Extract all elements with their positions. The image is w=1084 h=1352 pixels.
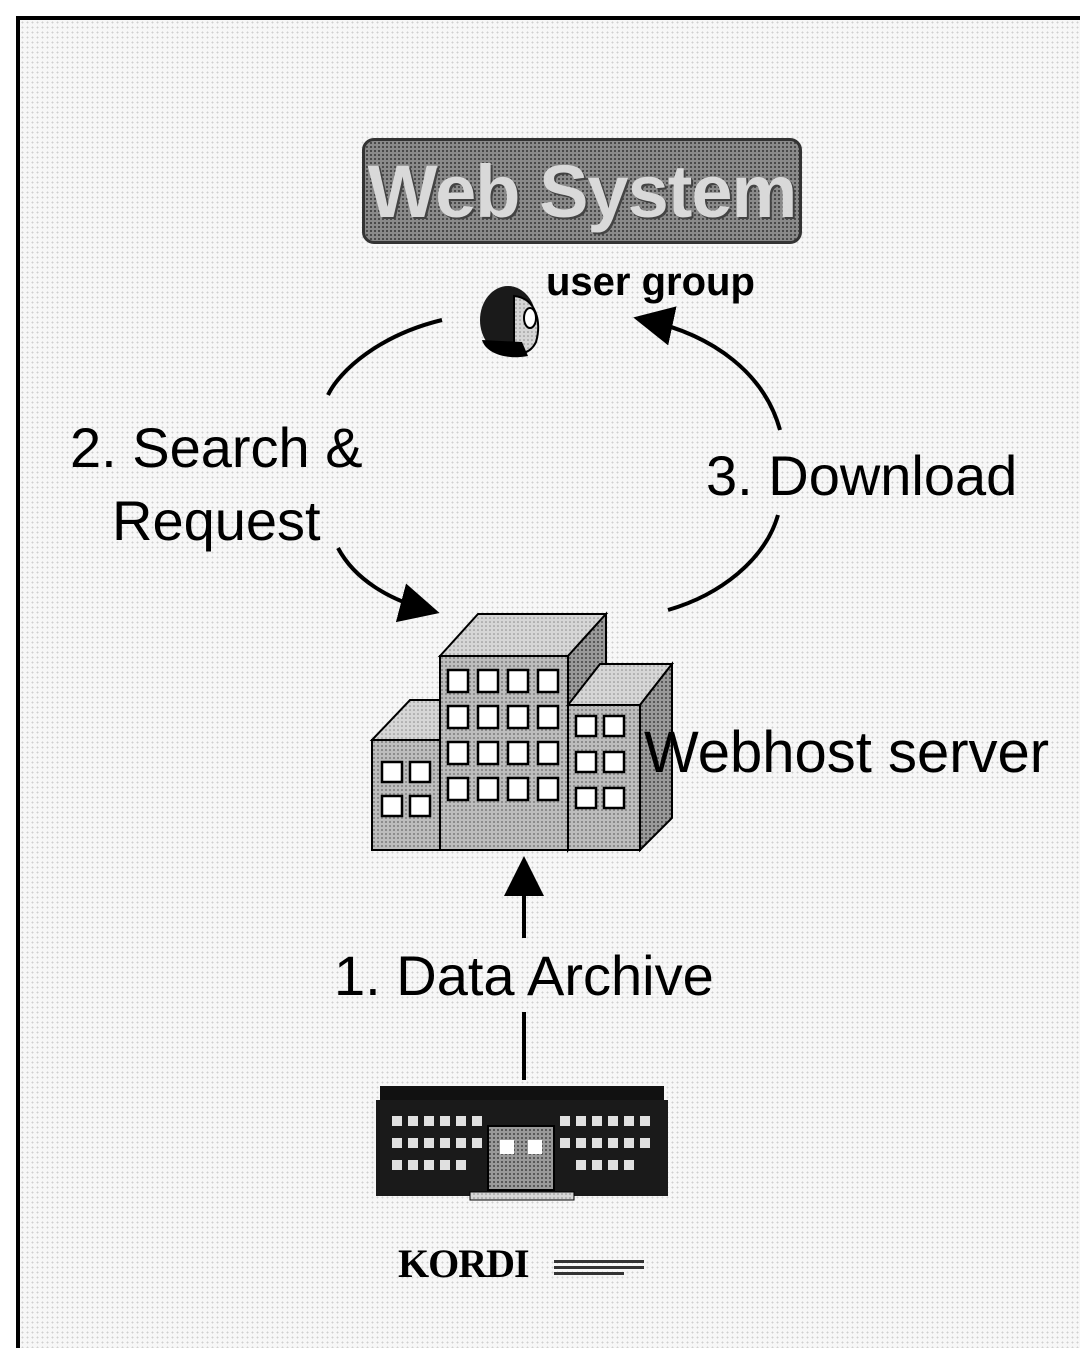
webhost-server-label: Webhost server (644, 720, 1050, 785)
search-request-line-2: Request (112, 488, 321, 552)
kordi-logo-subtext (554, 1260, 644, 1275)
search-request-label: 2. Search & Request (70, 412, 363, 558)
search-request-line-1: 2. Search & (70, 416, 363, 479)
kordi-logo: KORDI (398, 1241, 530, 1286)
office-building-icon (369, 611, 675, 853)
download-arrow (633, 306, 782, 612)
data-archive-label: 1. Data Archive (334, 944, 714, 1007)
user-icon (480, 286, 540, 358)
diagram-title: Web System (367, 149, 798, 233)
download-label: 3. Download (706, 444, 1018, 507)
institute-building-icon (376, 1086, 668, 1201)
title-banner: Web System (362, 138, 802, 244)
search-request-arrow (326, 318, 443, 623)
user-group-label: user group (546, 260, 755, 304)
